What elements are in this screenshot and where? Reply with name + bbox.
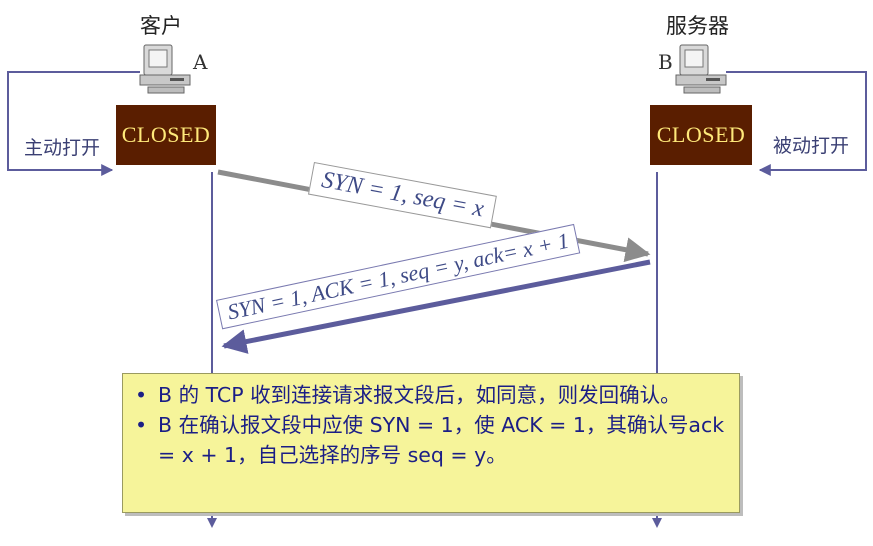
synack-arrow [221, 259, 651, 354]
client-timeline-arrowhead [207, 518, 217, 528]
server-label: 服务器 [666, 14, 729, 38]
server-open-loop [726, 71, 867, 176]
computer-icon [139, 44, 191, 94]
server-letter: B [658, 50, 673, 74]
computer-icon [675, 44, 727, 94]
client-label: 客户 [140, 14, 182, 38]
explanation-note: B 的 TCP 收到连接请求报文段后，如同意，则发回确认。 B 在确认报文段中应… [122, 373, 740, 513]
note-item: B 的 TCP 收到连接请求报文段后，如同意，则发回确认。 [123, 380, 739, 410]
server-state-box: CLOSED [650, 105, 752, 165]
note-list: B 的 TCP 收到连接请求报文段后，如同意，则发回确认。 B 在确认报文段中应… [123, 380, 739, 470]
active-open-label: 主动打开 [9, 128, 115, 164]
note-item: B 在确认报文段中应使 SYN = 1，使 ACK = 1，其确认号ack = … [123, 410, 739, 470]
server-timeline-arrowhead [652, 518, 662, 528]
client-letter: A [193, 50, 208, 74]
client-open-loop [7, 71, 140, 176]
client-state-box: CLOSED [116, 105, 216, 165]
passive-open-label: 被动打开 [757, 126, 865, 162]
